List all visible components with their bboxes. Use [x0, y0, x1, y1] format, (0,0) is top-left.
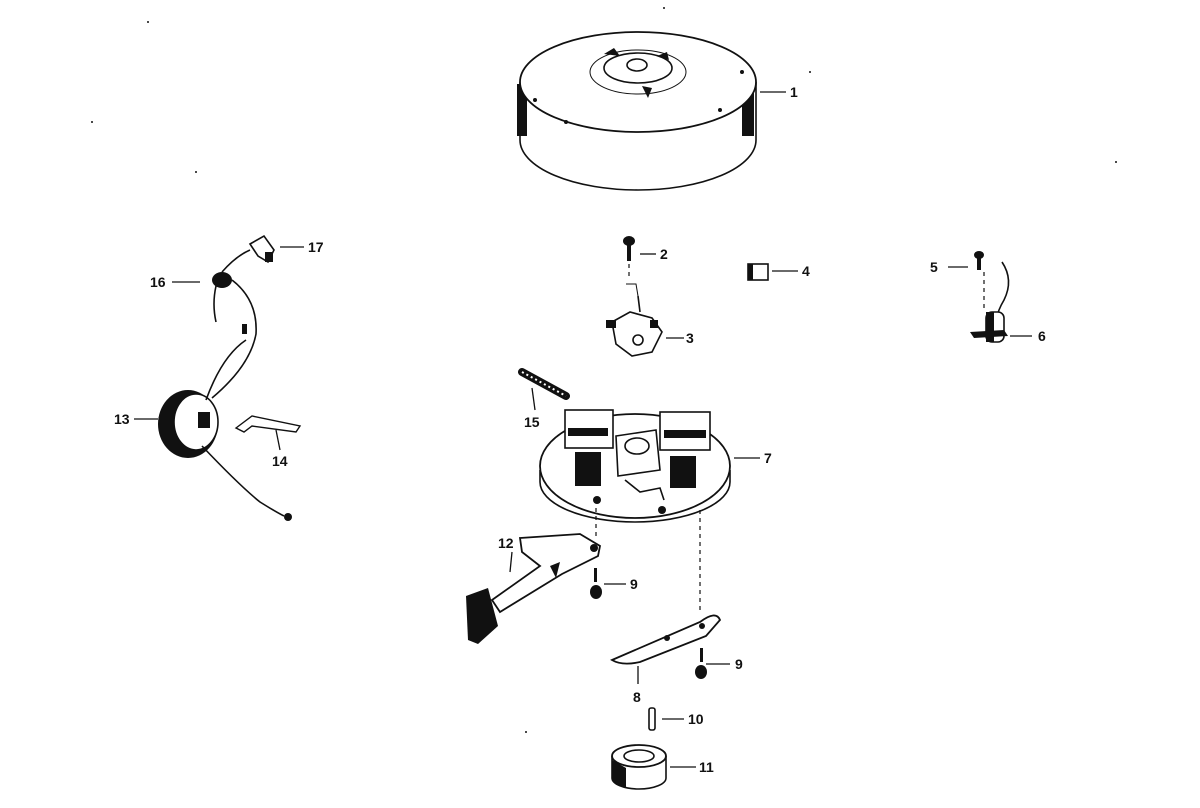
part-stator-plate — [539, 409, 731, 610]
part-bushing — [611, 744, 667, 790]
callout-13: 13 — [114, 411, 130, 427]
part-screw-2 — [623, 236, 635, 280]
callout-15: 15 — [524, 414, 540, 430]
callout-11: 11 — [699, 759, 714, 775]
callout-16: 16 — [150, 274, 166, 290]
part-spring — [518, 368, 570, 400]
callout-12: 12 — [498, 535, 514, 551]
part-lever-arm — [466, 533, 602, 644]
part-clip — [234, 415, 302, 433]
callout-6: 6 — [1038, 328, 1046, 344]
part-coil — [158, 279, 292, 521]
part-plug-boot — [248, 234, 275, 264]
part-pin — [648, 707, 656, 731]
callout-2: 2 — [660, 246, 668, 262]
callout-10: 10 — [688, 711, 704, 727]
leader-lines — [134, 91, 1032, 768]
callout-1: 1 — [790, 84, 798, 100]
callout-17: 17 — [308, 239, 324, 255]
part-screw-5 — [974, 251, 984, 270]
scan-specks — [91, 7, 1117, 733]
callout-7: 7 — [764, 450, 772, 466]
callout-5: 5 — [930, 259, 938, 275]
part-flywheel — [517, 31, 757, 191]
callout-8: 8 — [633, 689, 641, 705]
part-condenser — [970, 261, 1010, 343]
callout-9a: 9 — [630, 576, 638, 592]
part-block-4 — [747, 263, 769, 281]
callout-9b: 9 — [735, 656, 743, 672]
part-grommet — [212, 249, 251, 323]
callout-labels: 1 2 3 4 5 6 7 8 9 9 10 11 12 13 14 15 16… — [114, 84, 1046, 775]
part-point-set — [606, 283, 663, 357]
callout-4: 4 — [802, 263, 810, 279]
part-screw-9b — [695, 648, 707, 679]
callout-14: 14 — [272, 453, 288, 469]
callout-3: 3 — [686, 330, 694, 346]
part-plate-8 — [610, 614, 722, 665]
part-screw-9a — [590, 568, 602, 599]
